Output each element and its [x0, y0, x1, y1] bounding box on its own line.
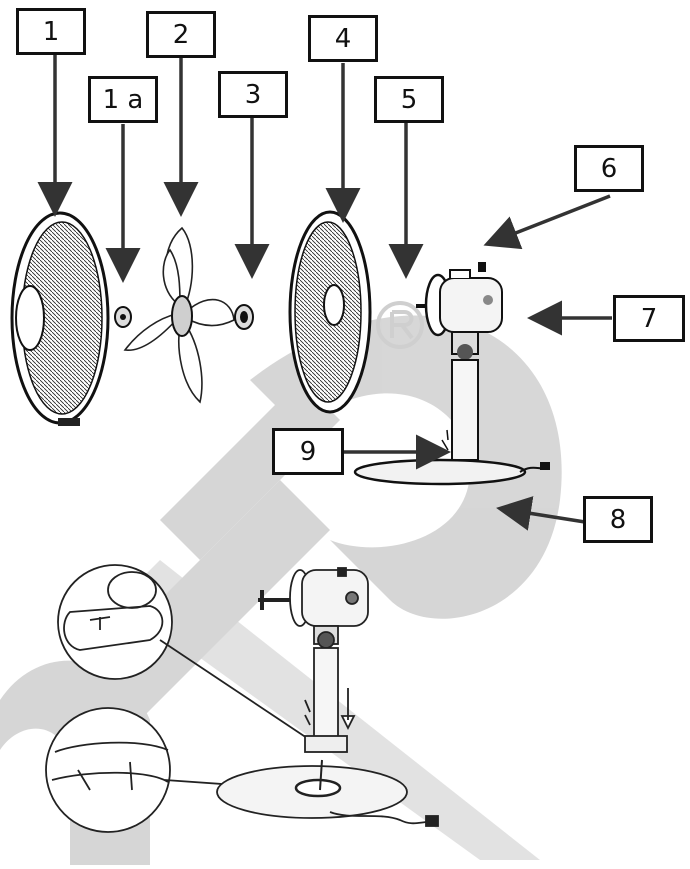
- rear-grill: [10, 211, 110, 426]
- front-grill: [288, 210, 372, 414]
- blade-spinner: [234, 304, 254, 330]
- callout-3: 3: [218, 71, 288, 118]
- callout-5: 5: [374, 76, 444, 123]
- callout-arrows: [37, 55, 612, 531]
- stand-pole: [441, 359, 479, 461]
- assembly-detail: [45, 564, 439, 833]
- callout-1a: 1 a: [88, 76, 158, 123]
- callout-9: 9: [272, 428, 344, 475]
- callout-4: 4: [308, 15, 378, 62]
- fan-blade: [123, 226, 235, 404]
- motor-unit: [416, 262, 503, 360]
- callout-2: 2: [146, 11, 216, 58]
- callout-8: 8: [583, 496, 653, 543]
- callout-6: 6: [574, 145, 644, 192]
- callout-7: 7: [613, 295, 685, 342]
- grill-nut: [114, 306, 132, 328]
- callout-1: 1: [16, 8, 86, 55]
- faint-logo: [376, 301, 424, 349]
